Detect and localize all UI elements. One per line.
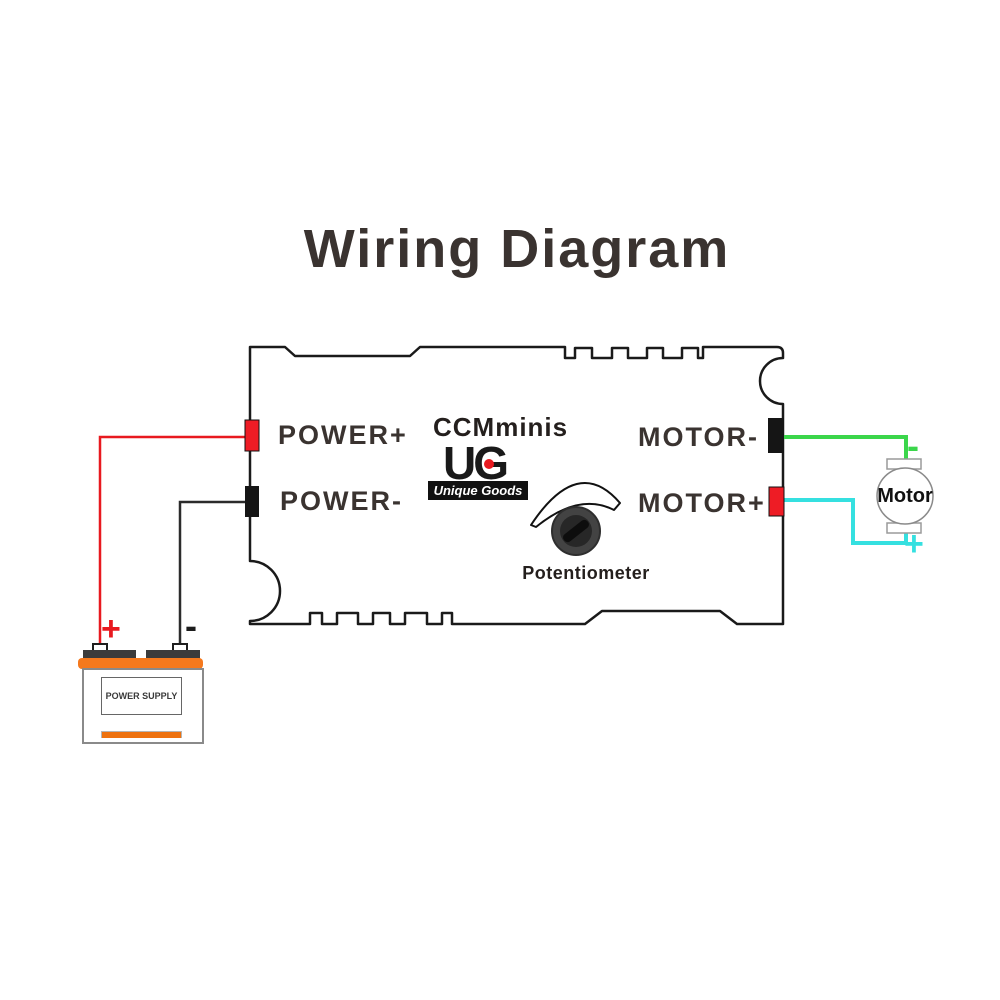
potentiometer-label: Potentiometer bbox=[522, 563, 650, 583]
power-plus-label: POWER+ bbox=[278, 420, 408, 450]
battery-plus-sign: + bbox=[101, 610, 121, 648]
motor-body bbox=[876, 467, 934, 525]
board-name: CCMminis bbox=[433, 412, 569, 442]
battery-label: POWER SUPPLY bbox=[105, 691, 178, 701]
wire-power-plus bbox=[98, 435, 250, 644]
motor-minus-sign: - bbox=[907, 425, 919, 466]
motor-plus-label: MOTOR+ bbox=[638, 488, 766, 518]
terminal-motor-plus bbox=[768, 486, 785, 517]
potentiometer-arrow-icon bbox=[530, 482, 621, 528]
terminal-power-minus bbox=[245, 486, 259, 517]
potentiometer-knob-slot bbox=[563, 519, 589, 543]
terminal-power-plus bbox=[244, 419, 260, 452]
wire-power-minus bbox=[178, 500, 250, 644]
wire-motor-minus bbox=[783, 435, 908, 461]
brand-tagline: Unique Goods bbox=[428, 481, 528, 500]
brand-logo-dot-icon bbox=[484, 459, 494, 469]
wire-motor-plus bbox=[783, 498, 908, 545]
battery-bottom-stripe bbox=[101, 731, 182, 738]
terminal-motor-minus bbox=[768, 418, 784, 453]
power-minus-label: POWER- bbox=[280, 486, 403, 516]
battery-top-bar-right bbox=[146, 650, 200, 659]
motor-label: Motor bbox=[877, 485, 933, 507]
battery-top-bar-left bbox=[83, 650, 136, 659]
battery-orange-cap bbox=[78, 658, 203, 669]
battery-label-box: POWER SUPPLY bbox=[101, 677, 182, 715]
page-title: Wiring Diagram bbox=[303, 219, 731, 279]
motor-minus-label: MOTOR- bbox=[638, 422, 759, 452]
motor-plus-sign: + bbox=[904, 525, 924, 563]
battery-minus-sign: - bbox=[185, 605, 197, 646]
brand-logo: UG bbox=[443, 437, 509, 489]
